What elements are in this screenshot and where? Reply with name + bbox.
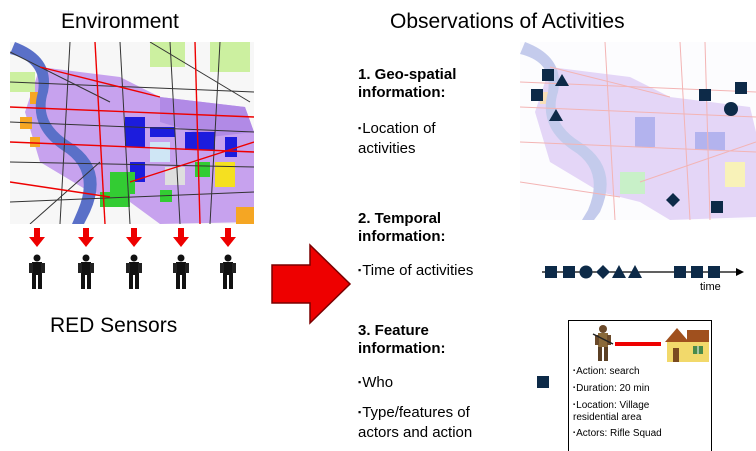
down-arrow-icon [220, 228, 236, 247]
soldier-icon [592, 325, 614, 361]
environment-map [10, 42, 254, 224]
bullet-icon: ▪ [358, 377, 362, 387]
bullet-icon: ▪ [573, 402, 576, 408]
feature-item-type-line2: actors and action [358, 424, 473, 441]
soldier-silhouette-icon [126, 254, 142, 289]
bullet-icon: ▪ [358, 123, 362, 133]
house-icon [665, 328, 709, 362]
geo-spatial-item-line2: activities [358, 140, 416, 157]
card-line-text: Action: search [576, 366, 640, 377]
marker-square [735, 82, 747, 94]
marker-square [531, 89, 543, 101]
selected-marker-square [537, 376, 549, 388]
soldier-silhouette-icon [78, 254, 94, 289]
temporal-item: ▪Time of activities [358, 260, 473, 281]
card-line: ▪Action: search [573, 365, 640, 378]
card-line-text: Location: Village [576, 400, 650, 411]
feature-heading-line1: 3. Feature [358, 322, 429, 339]
timeline-marker-square [674, 266, 686, 278]
marker-diamond [666, 193, 680, 207]
geo-spatial-heading-line2: information: [358, 84, 446, 101]
marker-square [699, 89, 711, 101]
timeline-marker-triangle [628, 265, 642, 278]
temporal-item-line1: Time of activities [362, 262, 474, 279]
timeline-marker-circle [579, 265, 593, 279]
down-arrow-icon [78, 228, 94, 247]
card-line: ▪Actors: Rifle Squad [573, 427, 662, 440]
environment-title: Environment [61, 10, 179, 33]
card-line: ▪Duration: 20 min [573, 382, 650, 395]
marker-triangle [555, 74, 569, 86]
feature-heading-line2: information: [358, 340, 446, 357]
bullet-icon: ▪ [573, 385, 576, 391]
geo-spatial-heading-line1: 1. Geo-spatial [358, 66, 457, 83]
temporal-heading-line2: information: [358, 228, 446, 245]
feature-card: ▪Action: search▪Duration: 20 min▪Locatio… [568, 320, 712, 451]
sensors-label: RED Sensors [50, 314, 178, 337]
marker-square [542, 69, 554, 81]
marker-triangle [549, 109, 563, 121]
timeline-marker-diamond [596, 265, 610, 279]
timeline-label: time [700, 281, 721, 293]
timeline-marker-square [563, 266, 575, 278]
observation-map [520, 42, 756, 220]
link-bar [615, 342, 661, 346]
bullet-icon: ▪ [358, 407, 362, 417]
timeline-marker-square [545, 266, 557, 278]
down-arrow-icon [173, 228, 189, 247]
marker-circle [724, 102, 738, 116]
bullet-icon: ▪ [358, 265, 362, 275]
bullet-icon: ▪ [573, 430, 576, 436]
card-line-text: Duration: 20 min [576, 383, 650, 394]
timeline [542, 265, 744, 279]
down-arrow-icon [126, 228, 142, 247]
timeline-marker-triangle [612, 265, 626, 278]
soldier-silhouette-icon [173, 254, 189, 289]
bullet-icon: ▪ [573, 368, 576, 374]
temporal-heading-line1: 2. Temporal [358, 210, 442, 227]
timeline-marker-square [708, 266, 720, 278]
timeline-marker-square [691, 266, 703, 278]
soldier-silhouette-icon [29, 254, 45, 289]
feature-item-type: ▪Type/features of actors and action [358, 402, 472, 443]
geo-spatial-item-line1: Location of [362, 120, 436, 137]
feature-item-who-text: Who [362, 374, 394, 391]
big-right-arrow-icon [271, 243, 352, 325]
card-line-text: Actors: Rifle Squad [576, 428, 662, 439]
observations-title: Observations of Activities [390, 10, 625, 33]
marker-square [711, 201, 723, 213]
timeline-arrowhead-icon [736, 268, 744, 276]
geo-spatial-item: ▪Location of activities [358, 118, 436, 159]
feature-item-who: ▪Who [358, 372, 393, 393]
card-line-text-cont: residential area [573, 412, 642, 423]
down-arrow-icon [29, 228, 45, 247]
sensor-row [0, 228, 260, 298]
feature-item-type-line1: Type/features of [362, 404, 470, 421]
soldier-silhouette-icon [220, 254, 236, 289]
